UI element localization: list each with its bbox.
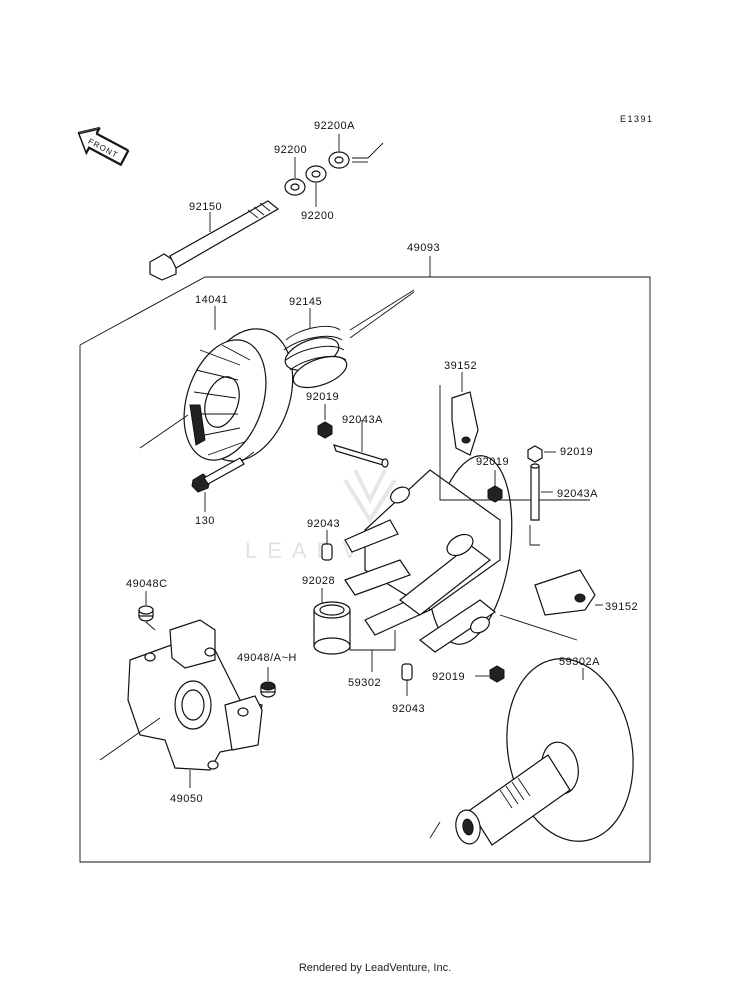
sheave-59302A xyxy=(455,658,634,846)
pin-92043-a xyxy=(321,543,333,561)
label-92019-b: 92019 xyxy=(560,446,593,458)
diagram-code: E1391 xyxy=(620,114,654,124)
weight-39152-top xyxy=(451,391,479,456)
label-92043-b: 92043 xyxy=(392,703,425,715)
nut-92019-b xyxy=(527,445,543,463)
label-92043A-b: 92043A xyxy=(557,488,598,500)
cap-49048C xyxy=(138,605,154,622)
nut-92019-c xyxy=(487,485,503,503)
watermark-logo xyxy=(343,469,397,524)
bolt-92150 xyxy=(149,200,280,281)
label-59302A: 59302A xyxy=(559,656,600,668)
label-92200-top: 92200 xyxy=(274,144,307,156)
label-130: 130 xyxy=(195,515,215,527)
pin-92043A-b xyxy=(530,463,540,521)
label-92019-d: 92019 xyxy=(432,671,465,683)
cap-49048-A-H xyxy=(260,681,276,698)
nut-92019-a xyxy=(317,421,333,439)
spring-92145 xyxy=(283,326,348,389)
label-49093: 49093 xyxy=(407,242,440,254)
washer-92200-b xyxy=(284,178,306,196)
bushing-92028 xyxy=(313,601,351,655)
front-arrow-icon: FRONT xyxy=(77,126,130,167)
washer-92200A xyxy=(328,151,350,169)
label-39152-right: 39152 xyxy=(605,601,638,613)
label-59302: 59302 xyxy=(348,677,381,689)
pin-92043A-a xyxy=(333,444,389,468)
label-92200A: 92200A xyxy=(314,120,355,132)
spider-49050 xyxy=(127,619,263,771)
washer-92200-a xyxy=(305,165,327,183)
pin-92043-b xyxy=(401,663,413,681)
label-92145: 92145 xyxy=(289,296,322,308)
label-49050: 49050 xyxy=(170,793,203,805)
fixed-sheave-14041 xyxy=(183,328,294,471)
label-92150: 92150 xyxy=(189,201,222,213)
label-92019-c: 92019 xyxy=(476,456,509,468)
label-92043A-a: 92043A xyxy=(342,414,383,426)
weight-39152-right xyxy=(534,569,596,616)
label-49048C: 49048C xyxy=(126,578,168,590)
label-14041: 14041 xyxy=(195,294,228,306)
assembly-boundary xyxy=(79,276,651,863)
label-92043-a: 92043 xyxy=(307,518,340,530)
footer-credit: Rendered by LeadVenture, Inc. xyxy=(298,962,452,974)
label-92200-bottom: 92200 xyxy=(301,210,334,222)
nut-92019-d xyxy=(489,665,505,683)
screw-130 xyxy=(191,457,245,493)
label-92019-a: 92019 xyxy=(306,391,339,403)
label-39152-top: 39152 xyxy=(444,360,477,372)
movable-sheave-body xyxy=(344,455,513,653)
label-49048-A-H: 49048/A~H xyxy=(237,652,297,664)
label-92028: 92028 xyxy=(302,575,335,587)
